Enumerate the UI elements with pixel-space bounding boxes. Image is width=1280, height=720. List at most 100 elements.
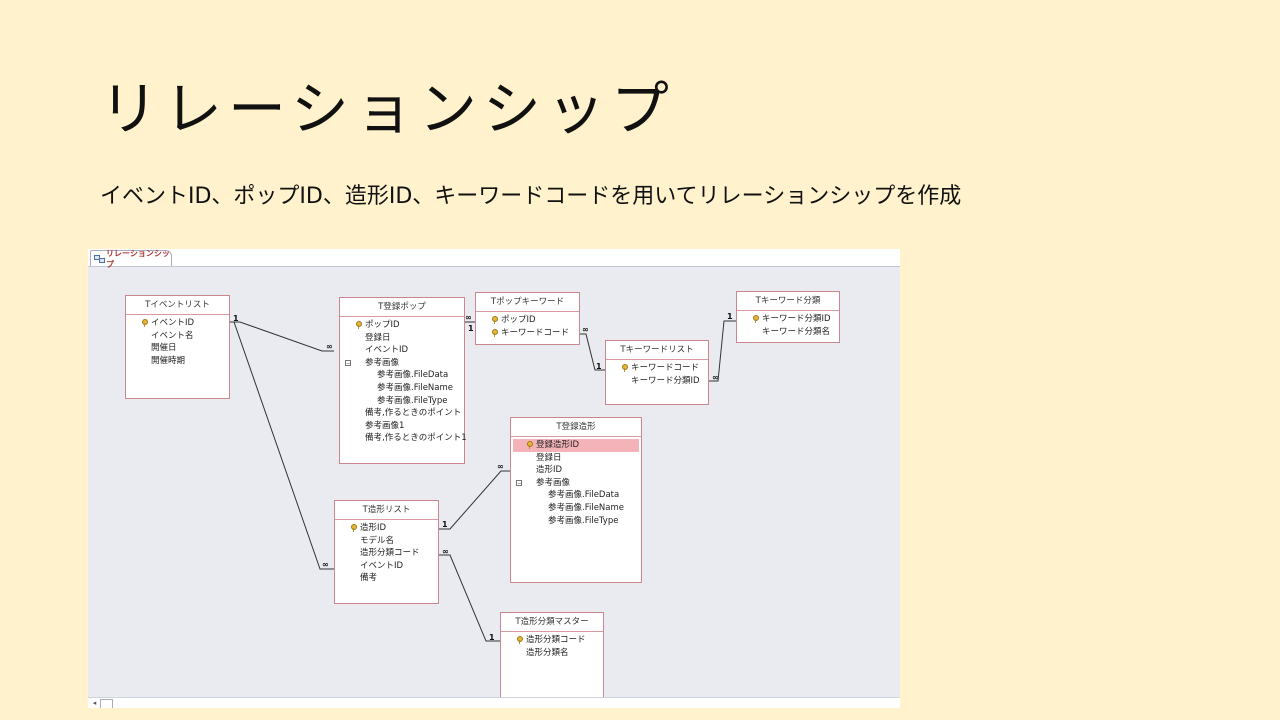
field-label: 造形ID: [536, 465, 563, 476]
field-row[interactable]: ポップID: [476, 314, 579, 327]
field-row[interactable]: 造形ID: [335, 522, 438, 535]
field-row[interactable]: キーワード分類ID: [606, 375, 708, 388]
relationships-window: リレーションシップ 1 ∞ ∞ ∞ 1 ∞ 1 ∞ 1 1 ∞ ∞ 1 Tイベン…: [88, 249, 900, 708]
one-marker: 1: [233, 314, 239, 323]
field-row[interactable]: 登録日: [511, 452, 641, 465]
table-shape-category-master[interactable]: T造形分類マスター 造形分類コード 造形分類名: [500, 612, 604, 704]
field-label: 開催時期: [151, 355, 186, 366]
field-row[interactable]: 備考,作るときのポイント: [340, 407, 464, 420]
table-title[interactable]: T登録ポップ: [340, 298, 464, 317]
field-row[interactable]: イベントID: [340, 344, 464, 357]
field-label: ポップID: [501, 315, 536, 325]
field-row[interactable]: キーワードコード: [606, 362, 708, 375]
field-row[interactable]: 開催日: [126, 342, 229, 355]
field-row[interactable]: キーワード分類名: [737, 326, 839, 339]
field-label: 参考画像.FileName: [377, 382, 454, 393]
field-row[interactable]: 造形ID: [511, 464, 641, 477]
field-label: モデル名: [360, 535, 395, 546]
field-row[interactable]: モデル名: [335, 535, 438, 548]
many-marker: ∞: [497, 462, 504, 471]
field-label: 参考画像.FileType: [377, 395, 448, 406]
field-label: 参考画像1: [365, 420, 405, 431]
field-row[interactable]: ポップID: [340, 319, 464, 332]
primary-key-icon: [526, 441, 533, 449]
document-tab-bar: リレーションシップ: [88, 249, 900, 269]
field-row[interactable]: 参考画像.FileType: [340, 395, 464, 408]
field-row[interactable]: − 参考画像: [340, 357, 464, 370]
field-label: イベントID: [365, 345, 409, 356]
tab-label: リレーションシップ: [106, 249, 170, 269]
table-title[interactable]: T登録造形: [511, 418, 641, 437]
field-label: 造形分類コード: [360, 548, 420, 559]
field-row[interactable]: イベント名: [126, 330, 229, 343]
field-label: キーワード分類ID: [631, 375, 700, 386]
field-row[interactable]: 参考画像1: [340, 420, 464, 433]
field-label: キーワードコード: [501, 327, 570, 338]
primary-key-icon: [355, 321, 362, 329]
table-title[interactable]: T造形分類マスター: [501, 613, 603, 632]
table-event-list[interactable]: Tイベントリスト イベントID イベント名 開催日 開催時期: [125, 295, 230, 399]
field-label: 参考画像: [365, 357, 400, 368]
field-label: 造形分類名: [526, 647, 569, 658]
field-row[interactable]: キーワード分類ID: [737, 313, 839, 326]
field-row[interactable]: イベントID: [335, 560, 438, 573]
field-row[interactable]: キーワードコード: [476, 327, 579, 340]
scroll-left-icon[interactable]: ◂: [92, 699, 97, 707]
table-pop-keyword[interactable]: Tポップキーワード ポップID キーワードコード: [475, 292, 580, 345]
field-row[interactable]: 備考,作るときのポイント1: [340, 432, 467, 445]
scrollbar-thumb[interactable]: [100, 699, 113, 708]
primary-key-icon: [516, 636, 523, 644]
field-label: 参考画像.FileData: [377, 370, 449, 381]
many-marker: ∞: [322, 560, 329, 569]
primary-key-icon: [141, 319, 148, 327]
table-shape-list[interactable]: T造形リスト 造形ID モデル名 造形分類コード イベントID 備考: [334, 500, 439, 604]
field-label: イベントID: [151, 318, 195, 328]
table-keyword-list[interactable]: Tキーワードリスト キーワードコード キーワード分類ID: [605, 340, 709, 405]
field-label: 参考画像.FileData: [548, 490, 620, 501]
field-row[interactable]: − 参考画像: [511, 477, 641, 490]
table-title[interactable]: Tポップキーワード: [476, 293, 579, 312]
field-row-selected[interactable]: 登録造形ID: [513, 439, 639, 452]
table-title[interactable]: Tイベントリスト: [126, 296, 229, 315]
relation-popkeyword-keywordlist: [579, 333, 605, 371]
field-label: 備考: [360, 573, 378, 584]
field-row[interactable]: 参考画像.FileName: [511, 502, 641, 515]
field-label: 造形ID: [360, 523, 387, 533]
field-row[interactable]: 参考画像.FileData: [340, 369, 464, 382]
field-row[interactable]: 登録日: [340, 332, 464, 345]
primary-key-icon: [621, 364, 628, 372]
collapse-icon[interactable]: −: [345, 359, 352, 367]
table-title[interactable]: Tキーワード分類: [737, 292, 839, 311]
horizontal-scrollbar[interactable]: ◂: [88, 697, 900, 708]
field-row[interactable]: 参考画像.FileName: [340, 382, 464, 395]
table-registered-shape[interactable]: T登録造形 登録造形ID 登録日 造形ID − 参考画像 参考画像.FileDat…: [510, 417, 642, 583]
field-row[interactable]: 造形分類名: [501, 647, 603, 660]
field-label: イベント名: [151, 330, 194, 341]
field-row[interactable]: 造形分類コード: [335, 547, 438, 560]
field-label: 備考,作るときのポイント1: [365, 433, 467, 444]
field-label: 参考画像: [536, 477, 571, 488]
field-row[interactable]: 参考画像.FileData: [511, 489, 641, 502]
table-title[interactable]: T造形リスト: [335, 501, 438, 520]
table-title[interactable]: Tキーワードリスト: [606, 341, 708, 360]
field-label: キーワードコード: [631, 363, 700, 373]
field-label: 参考画像.FileName: [548, 502, 625, 513]
primary-key-icon: [491, 328, 498, 337]
field-row[interactable]: 備考: [335, 572, 438, 585]
field-row[interactable]: 参考画像.FileType: [511, 515, 641, 528]
field-label: 開催日: [151, 343, 177, 354]
many-marker: ∞: [442, 547, 449, 556]
many-marker: ∞: [326, 342, 333, 351]
relationships-icon: [94, 254, 106, 263]
one-marker: 1: [596, 362, 602, 371]
tab-relationships[interactable]: リレーションシップ: [90, 249, 172, 269]
table-keyword-category[interactable]: Tキーワード分類 キーワード分類ID キーワード分類名: [736, 291, 840, 343]
field-row[interactable]: 開催時期: [126, 355, 229, 368]
primary-key-icon: [491, 316, 498, 324]
field-row[interactable]: イベントID: [126, 317, 229, 330]
field-label: 造形分類コード: [526, 635, 586, 645]
collapse-icon[interactable]: −: [516, 479, 523, 487]
table-registered-pop[interactable]: T登録ポップ ポップID 登録日 イベントID − 参考画像 参考画像.FileD…: [339, 297, 467, 464]
field-label: 備考,作るときのポイント: [365, 408, 462, 419]
field-row[interactable]: 造形分類コード: [501, 634, 603, 647]
